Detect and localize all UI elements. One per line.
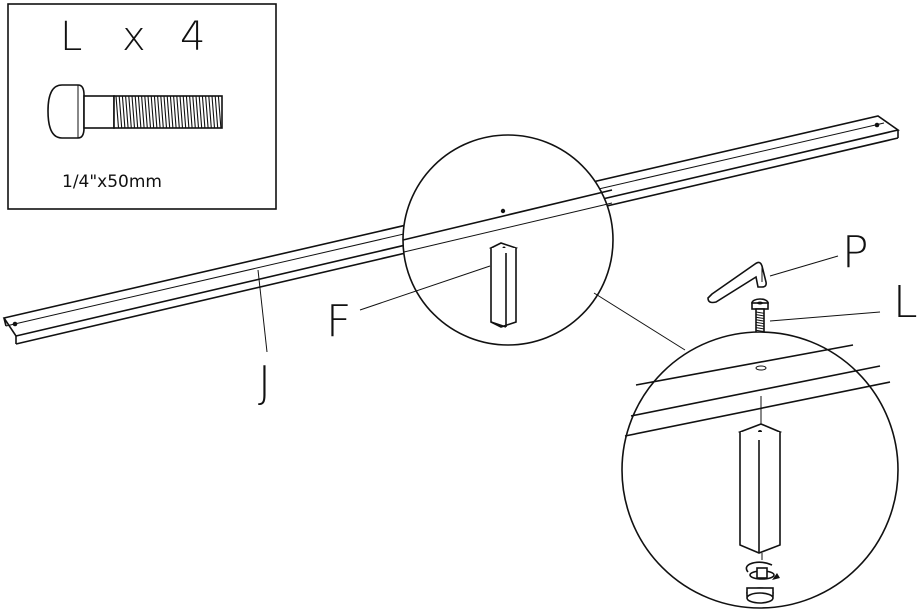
callout-header-times: x (122, 14, 148, 60)
bolt-icon (47, 84, 223, 139)
callout-header-count: 4 (180, 14, 207, 60)
label-p: P (842, 227, 869, 278)
leader-f (359, 265, 491, 311)
hardware-callout-box: L x 4 1/4"x50mm (7, 3, 277, 210)
label-j: J (258, 357, 271, 408)
leader-p (769, 255, 839, 277)
detail-circle-bottom (621, 331, 899, 609)
label-l: L (893, 277, 918, 328)
leader-l (769, 311, 881, 322)
detail-circle-top (402, 134, 614, 346)
leveling-foot-icon (745, 561, 780, 604)
leader-detail (593, 292, 686, 351)
leader-j (257, 269, 268, 353)
bolt-l-icon (751, 298, 769, 340)
allen-key-icon (707, 261, 767, 304)
callout-header-letter: L (60, 14, 84, 60)
leg-detail (737, 423, 783, 560)
leg-f (488, 242, 519, 328)
bolt-spec-label: 1/4"x50mm (62, 172, 162, 192)
label-f: F (326, 296, 351, 347)
